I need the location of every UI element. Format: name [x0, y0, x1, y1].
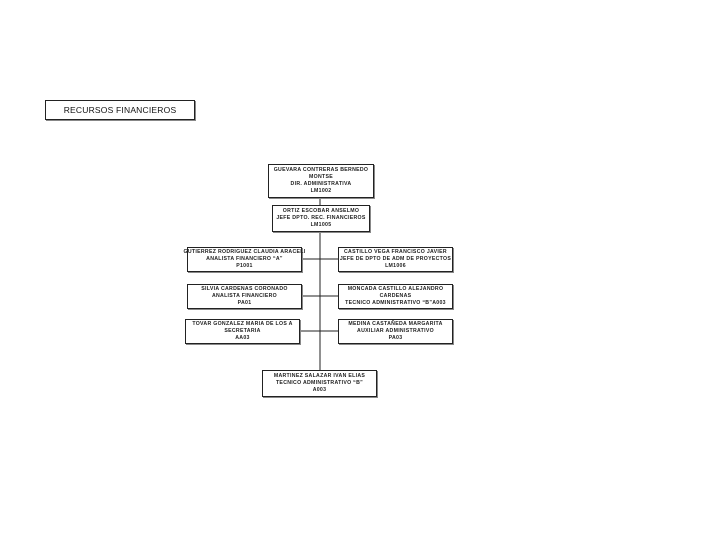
node-text-line: MARTINEZ SALAZAR IVAN ELIAS	[273, 373, 366, 379]
node-text-line: CARDENAS	[379, 293, 412, 299]
node-text-line: LM1005	[310, 222, 332, 228]
node-text-line: A003	[312, 387, 327, 393]
department-title-box: RECURSOS FINANCIEROS	[45, 100, 195, 120]
org-node-right-2: MONCADA CASTILLO ALEJANDRO CARDENAS TECN…	[338, 284, 453, 309]
org-node-left-1: GUTIERREZ RODRIGUEZ CLAUDIA ARACELI ANAL…	[184, 247, 305, 272]
node-text-line: AUXILIAR ADMINISTRATIVO	[357, 328, 434, 334]
node-text-line: GUEVARA CONTRERAS BERNEDO	[273, 167, 369, 173]
node-text-line: SILVIA CARDENAS CORONADO	[201, 286, 288, 292]
node-text-line: AA03	[235, 335, 250, 341]
node-text-line: JEFE DPTO. REC. FINANCIEROS	[276, 215, 366, 221]
node-text-line: ANALISTA FINANCIERO	[211, 293, 278, 299]
org-node-deputy: ORTIZ ESCOBAR ANSELMO JEFE DPTO. REC. FI…	[272, 205, 370, 232]
node-text-line: DIR. ADMINISTRATIVA	[290, 181, 352, 187]
node-text-line: TECNICO ADMINISTRATIVO “B”A003	[345, 300, 446, 306]
org-node-right-1: CASTILLO VEGA FRANCISCO JAVIER JEFE DE D…	[338, 247, 453, 272]
node-text-line: LM1002	[310, 188, 332, 194]
node-text-line: ANALISTA FINANCIERO “A”	[206, 256, 283, 262]
org-node-bottom: MARTINEZ SALAZAR IVAN ELIAS TECNICO ADMI…	[262, 370, 377, 397]
node-text-line: MEDINA CASTAÑEDA MARGARITA	[348, 321, 443, 327]
node-text-line: TOVAR GONZALEZ MARIA DE LOS A	[192, 321, 293, 327]
node-text-line: MONCADA CASTILLO ALEJANDRO	[347, 286, 444, 292]
org-node-head: GUEVARA CONTRERAS BERNEDO MONTSE DIR. AD…	[268, 164, 374, 198]
node-text-line: PA01	[237, 300, 252, 306]
node-text-line: LM1006	[385, 263, 406, 269]
node-text-line: GUTIERREZ RODRIGUEZ CLAUDIA ARACELI	[183, 249, 306, 255]
node-text-line: SECRETARIA	[224, 328, 261, 334]
node-text-line: PA03	[388, 335, 403, 341]
org-node-right-3: MEDINA CASTAÑEDA MARGARITA AUXILIAR ADMI…	[338, 319, 453, 344]
node-text-line: ORTIZ ESCOBAR ANSELMO	[282, 208, 360, 214]
department-title: RECURSOS FINANCIEROS	[63, 105, 177, 115]
org-node-left-3: TOVAR GONZALEZ MARIA DE LOS A SECRETARIA…	[185, 319, 300, 344]
node-text-line: CASTILLO VEGA FRANCISCO JAVIER	[344, 249, 447, 255]
node-text-line: TECNICO ADMINISTRATIVO “B”	[275, 380, 364, 386]
node-text-line: P1001	[236, 263, 253, 269]
org-node-left-2: SILVIA CARDENAS CORONADO ANALISTA FINANC…	[187, 284, 302, 309]
node-text-line: MONTSE	[309, 174, 333, 180]
node-text-line: JEFE DE DPTO DE ADM DE PROYECTOS	[339, 256, 452, 262]
